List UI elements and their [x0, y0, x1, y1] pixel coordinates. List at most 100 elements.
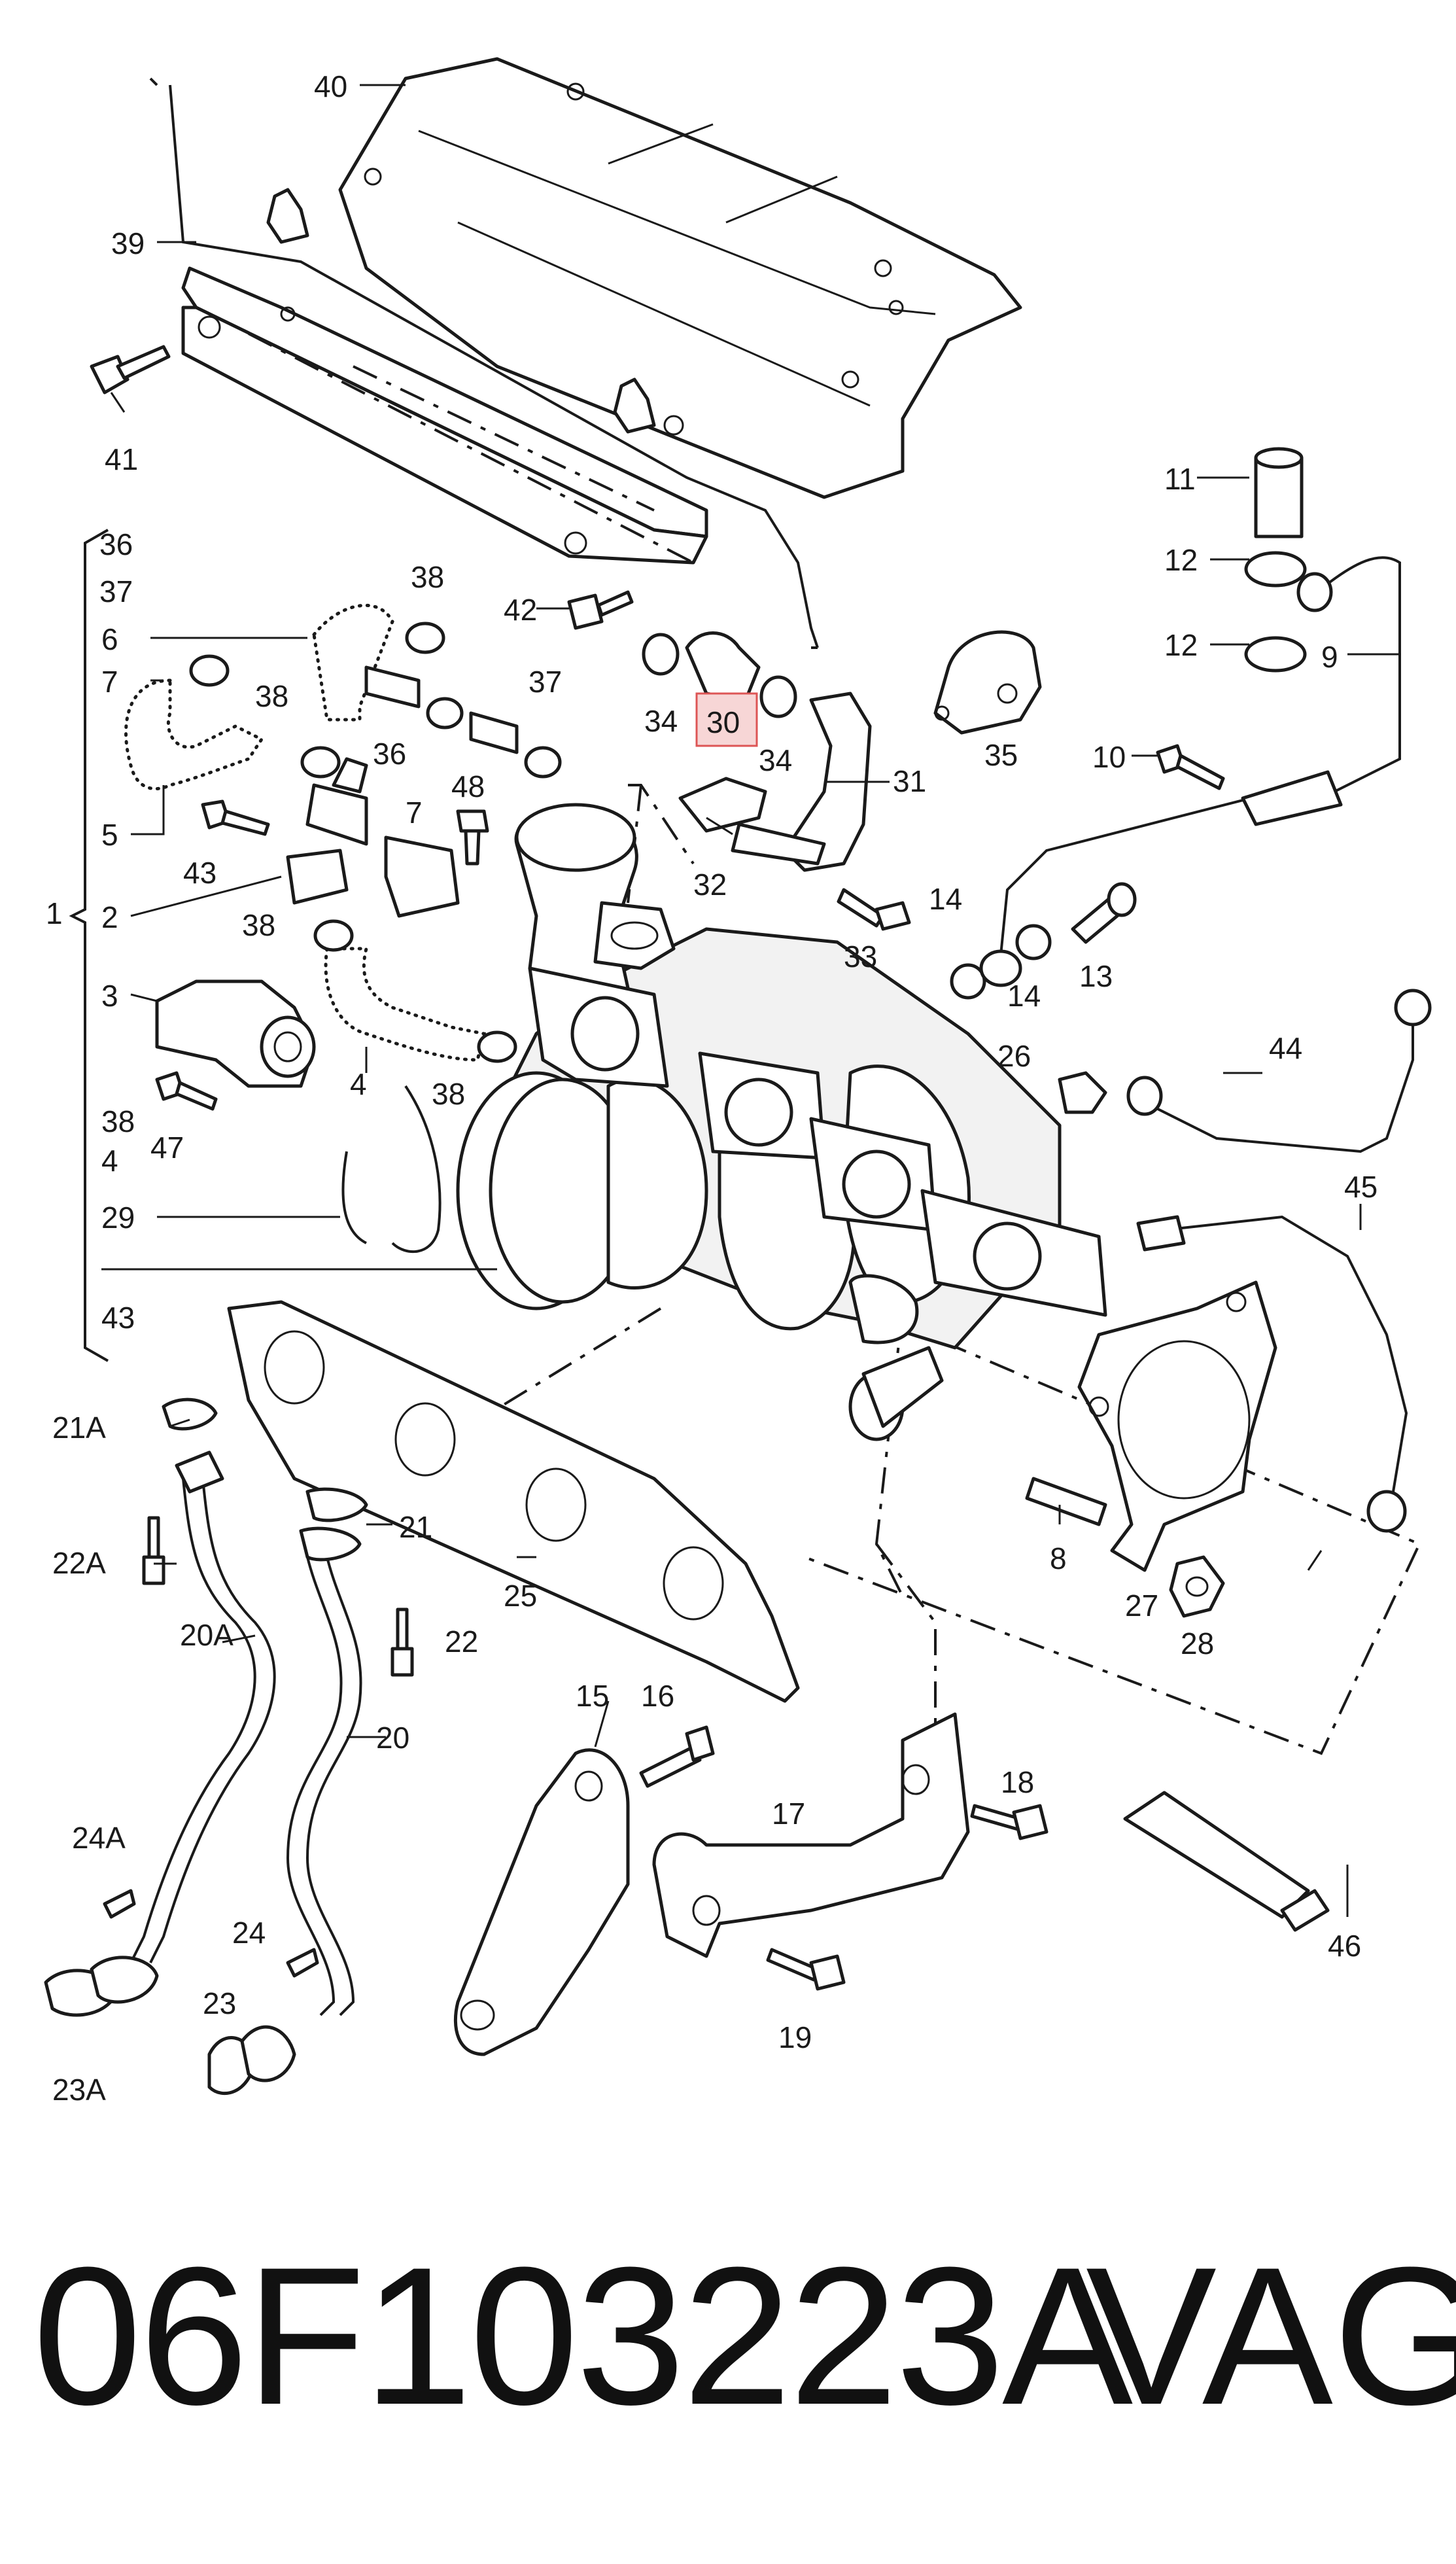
label-45: 45 [1344, 1170, 1378, 1204]
label-38d: 38 [242, 908, 275, 942]
label-12a: 12 [1164, 543, 1198, 577]
wire-29-part [341, 1085, 442, 1253]
label-30: 30 [706, 705, 740, 739]
bolt-10-part [1156, 744, 1225, 790]
label-14a: 14 [929, 882, 962, 916]
nut-26-part [1058, 1071, 1107, 1114]
gasket-25-part [227, 1300, 800, 1703]
hose-30-part [685, 631, 761, 702]
label-36b: 36 [373, 737, 406, 771]
part-number: 06F103223A [33, 2226, 1133, 2446]
clamps-34-part [642, 633, 797, 718]
gasket-32-part [678, 777, 767, 833]
label-15: 15 [576, 1679, 609, 1713]
label-29: 29 [101, 1201, 135, 1235]
label-25: 25 [504, 1579, 537, 1613]
label-4b: 4 [350, 1067, 367, 1101]
callout-labels: 40 39 41 11 12 12 9 36 37 6 7 5 1 2 3 38… [46, 69, 1378, 2107]
bolt-11-part [1254, 447, 1304, 538]
label-42: 42 [504, 593, 537, 627]
hose-4-part [324, 947, 487, 1062]
bolt-33-part [837, 888, 911, 931]
label-40: 40 [314, 69, 347, 103]
bolt-16-part [639, 1725, 715, 1788]
label-4a: 4 [101, 1144, 118, 1178]
clamps-38-part [189, 622, 517, 1063]
hose-6-part [312, 603, 394, 722]
hose-5-part [124, 678, 264, 790]
bolts-24-part [103, 1889, 319, 1978]
label-22: 22 [445, 1624, 478, 1659]
label-35: 35 [984, 738, 1018, 772]
stud-8-part [1025, 1477, 1107, 1526]
label-44: 44 [1269, 1031, 1302, 1065]
highlight-box [695, 692, 758, 747]
bolt-41-part [90, 345, 171, 395]
label-19: 19 [778, 2020, 812, 2054]
washers-12-part [1244, 551, 1307, 673]
label-2: 2 [101, 900, 118, 934]
label-47: 47 [150, 1131, 184, 1165]
bolt-42-part [567, 590, 634, 630]
label-33: 33 [844, 940, 877, 974]
flanges-23-part [44, 1956, 296, 2095]
label-37b: 37 [529, 665, 562, 699]
gasket-27-part [1077, 1280, 1277, 1572]
bracket-35-part [933, 630, 1042, 735]
bracket-15-part [453, 1748, 630, 2056]
part-footer: 06F103223A VAG [0, 2211, 1456, 2460]
brand-name: VAG [1086, 2226, 1456, 2446]
label-9: 9 [1321, 640, 1338, 674]
label-23A: 23A [52, 2073, 106, 2107]
label-14b: 14 [1007, 979, 1041, 1013]
bracket-17-part [652, 1712, 970, 1958]
label-21A: 21A [52, 1411, 106, 1445]
label-28: 28 [1181, 1626, 1214, 1660]
label-39: 39 [111, 226, 145, 260]
valve-3-part [155, 979, 316, 1088]
group-1-bracket [69, 529, 109, 1362]
label-27: 27 [1125, 1589, 1158, 1623]
label-6: 6 [101, 622, 118, 656]
label-22A: 22A [52, 1546, 106, 1580]
label-3: 3 [101, 979, 118, 1013]
label-21: 21 [399, 1510, 432, 1544]
label-12b: 12 [1164, 628, 1198, 662]
valve-7-part [286, 757, 460, 918]
label-48: 48 [451, 769, 485, 803]
line-44-part [1126, 989, 1432, 1153]
label-16: 16 [641, 1679, 674, 1713]
label-36a: 36 [99, 527, 133, 561]
heat-shield-part [338, 57, 1022, 499]
label-32: 32 [693, 868, 727, 902]
bolt-48-part [456, 809, 489, 866]
exhaust-manifold-part [528, 966, 1107, 1344]
label-41: 41 [105, 442, 138, 476]
label-8: 8 [1050, 1541, 1067, 1575]
bolt-13-part [1071, 882, 1137, 944]
label-38e: 38 [432, 1077, 465, 1111]
label-10: 10 [1092, 740, 1126, 774]
washers-14-part [950, 924, 1052, 1000]
label-38c: 38 [255, 679, 288, 713]
label-31: 31 [893, 764, 926, 798]
label-5: 5 [101, 818, 118, 852]
label-11: 11 [1164, 462, 1196, 496]
label-7b: 7 [406, 796, 423, 830]
label-37a: 37 [99, 574, 133, 608]
label-46: 46 [1328, 1929, 1361, 1963]
label-38a: 38 [101, 1104, 135, 1138]
bolt-47-part [155, 1071, 218, 1111]
label-20: 20 [376, 1721, 409, 1755]
label-13: 13 [1079, 959, 1113, 993]
label-26: 26 [997, 1039, 1031, 1073]
label-34b: 34 [759, 743, 792, 777]
label-24A: 24A [72, 1821, 126, 1855]
oil-line-20-part [286, 1556, 362, 2016]
label-43b: 43 [183, 856, 217, 890]
label-38b: 38 [411, 560, 444, 594]
bolt-18-part [970, 1804, 1049, 1840]
line-45-part [1136, 1215, 1408, 1533]
label-17: 17 [772, 1797, 805, 1831]
